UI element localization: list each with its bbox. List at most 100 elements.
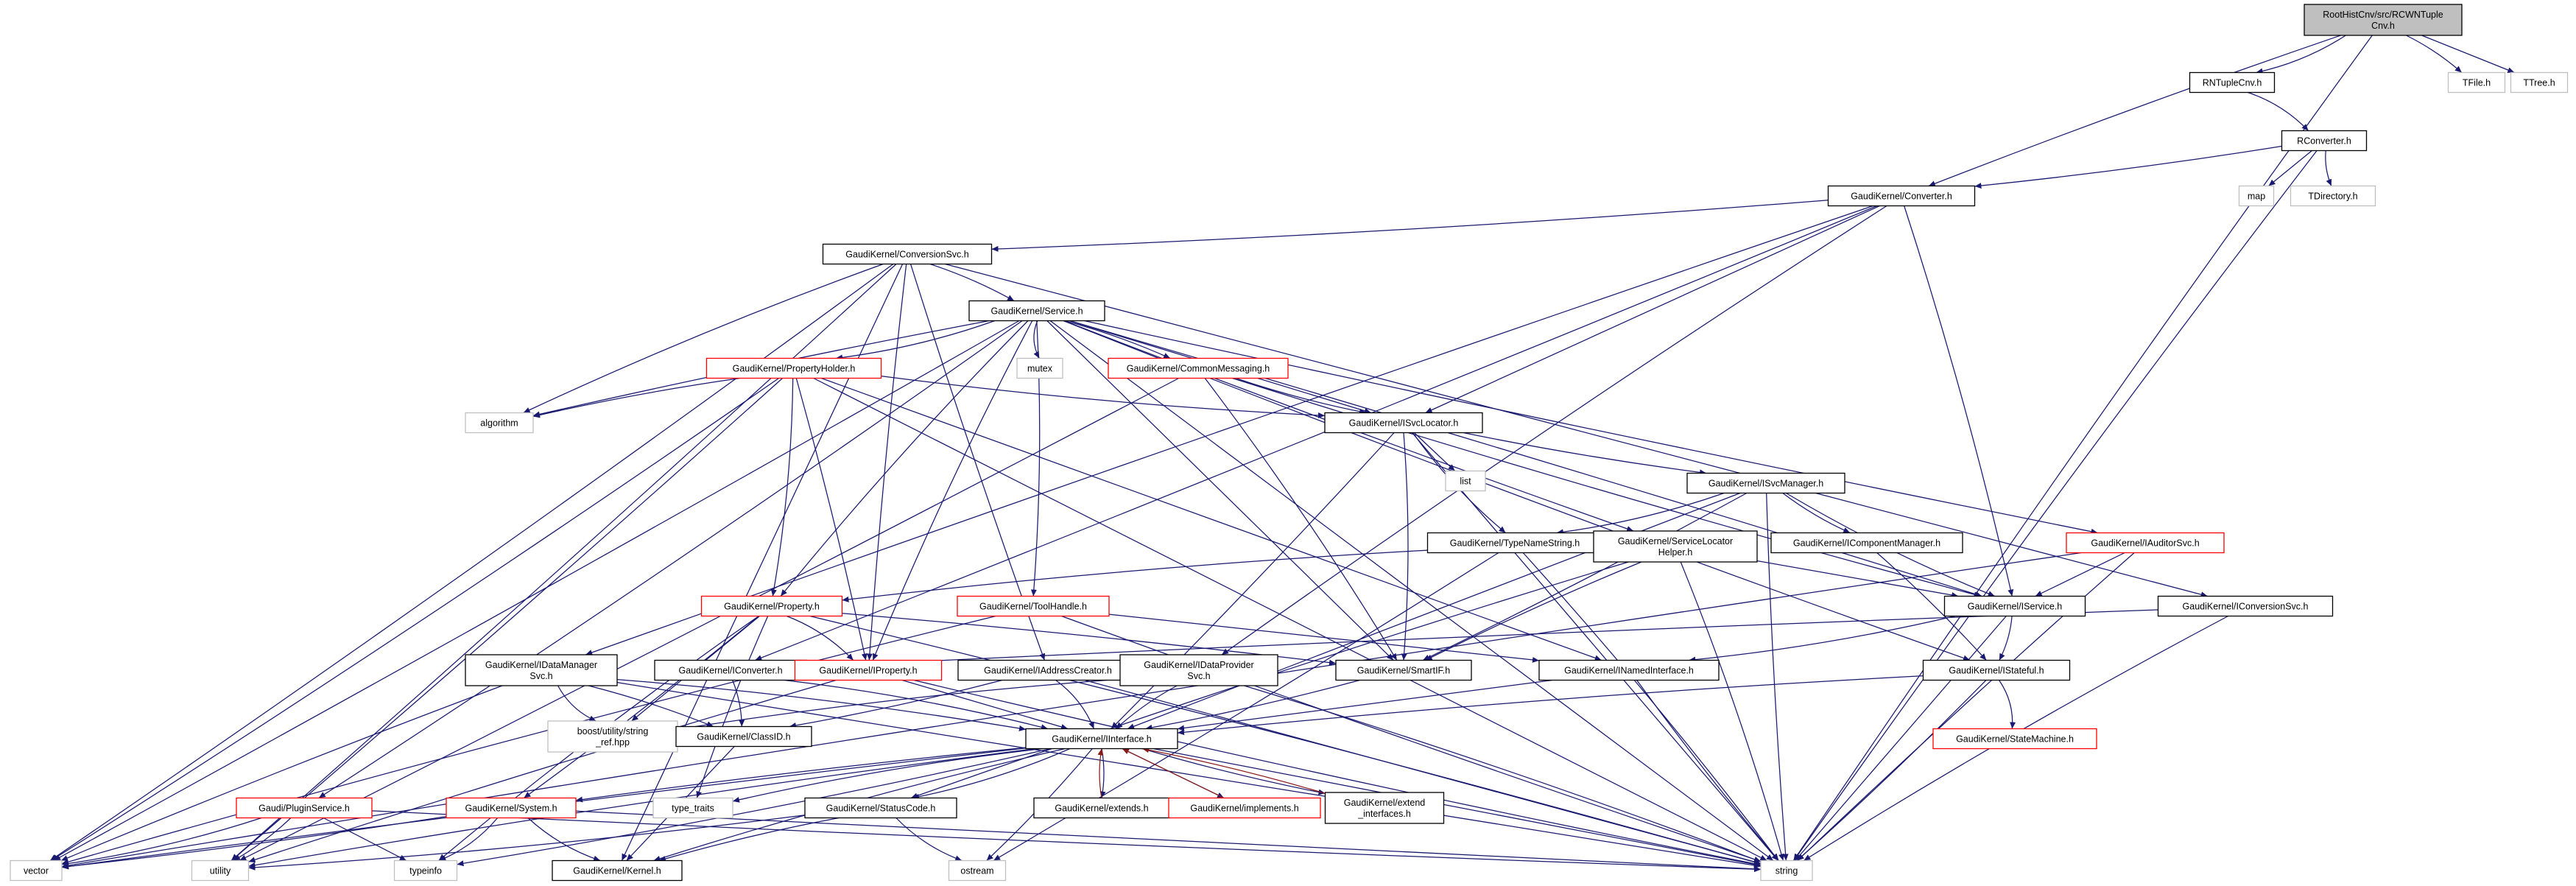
edge: [575, 747, 1027, 803]
node-pluginservice[interactable]: Gaudi/PluginService.h: [236, 797, 373, 819]
edge-service-to-iproperty: [872, 320, 1033, 661]
node-box: [1827, 185, 1976, 207]
node-iinterface[interactable]: GaudiKernel/IInterface.h: [1025, 728, 1178, 750]
edge: [1235, 377, 1367, 415]
edge: [2035, 552, 2125, 597]
node-rntuple[interactable]: RNTupleCnv.h: [2189, 71, 2276, 94]
edge-iaddresscreator-to-classid: [789, 679, 1003, 728]
edge-propertyholder-to-string: [813, 377, 1767, 862]
node-toolhandle[interactable]: GaudiKernel/ToolHandle.h: [957, 595, 1110, 617]
edge: [318, 320, 1023, 799]
node-iaddresscreator[interactable]: GaudiKernel/IAddressCreator.h: [957, 659, 1139, 681]
node-rconverter[interactable]: RConverter.h: [2281, 130, 2368, 152]
edge-service-to-toolhandle: [1030, 320, 1041, 597]
edge-conversionsvc-to-vector: [49, 263, 894, 862]
node-vector: vector: [10, 859, 63, 882]
edge-statuscode-to-utility: [248, 815, 806, 871]
node-converter[interactable]: GaudiKernel/Converter.h: [1827, 185, 1976, 207]
node-label: Helper.h: [1658, 547, 1693, 558]
node-system[interactable]: GaudiKernel/System.h: [446, 797, 577, 819]
node-label: GaudiKernel/Kernel.h: [573, 866, 661, 876]
edge-iauditorsvc-to-iservice: [2035, 552, 2125, 597]
node-box: [794, 659, 943, 681]
node-commonmessaging[interactable]: GaudiKernel/CommonMessaging.h: [1108, 357, 1289, 379]
edge: [621, 264, 904, 861]
node-label: GaudiKernel/IConversionSvc.h: [2183, 602, 2309, 612]
edge-extendinterfaces-to-iinterface: [1141, 747, 1326, 794]
node-iconverter[interactable]: GaudiKernel/IConverter.h: [654, 659, 807, 681]
edge: [1792, 35, 2373, 861]
edge-idatamanagersvc-to-iinterface: [616, 678, 1027, 731]
edge: [1049, 320, 1774, 862]
edge-root-to-tfile: [2406, 35, 2463, 73]
node-isvcmanager[interactable]: GaudiKernel/ISvcManager.h: [1686, 472, 1845, 494]
node-property[interactable]: GaudiKernel/Property.h: [700, 595, 843, 617]
node-typenamestring[interactable]: GaudiKernel/TypeNameString.h: [1426, 532, 1603, 554]
node-box: [465, 412, 534, 434]
node-iservice[interactable]: GaudiKernel/IService.h: [1943, 595, 2086, 617]
edge: [1064, 320, 1171, 359]
edge: [1999, 680, 2016, 729]
edge: [2268, 150, 2312, 186]
node-statuscode[interactable]: GaudiKernel/StatusCode.h: [804, 797, 957, 819]
node-iproperty[interactable]: GaudiKernel/IProperty.h: [794, 659, 943, 681]
node-smartif[interactable]: GaudiKernel/SmartIF.h: [1335, 659, 1472, 681]
node-propertyholder[interactable]: GaudiKernel/PropertyHolder.h: [705, 357, 882, 379]
node-box: [446, 797, 577, 819]
edge: [248, 815, 806, 871]
node-label: GaudiKernel/ISvcLocator.h: [1349, 418, 1459, 429]
edge: [1422, 492, 1748, 661]
edge: [912, 748, 1071, 800]
node-box: [1324, 792, 1445, 824]
edge: [248, 679, 837, 863]
node-istateful[interactable]: GaudiKernel/IStateful.h: [1922, 659, 2071, 681]
node-inamedinterface[interactable]: GaudiKernel/INamedInterface.h: [1538, 659, 1720, 681]
node-label: algorithm: [480, 418, 518, 429]
node-service[interactable]: GaudiKernel/Service.h: [968, 300, 1105, 322]
node-label: GaudiKernel/ConversionSvc.h: [845, 250, 968, 260]
edge: [1232, 377, 1981, 598]
node-box: [1108, 357, 1289, 379]
edge-rconverter-to-string: [1793, 150, 2318, 861]
node-box: [1025, 728, 1178, 750]
edge-iinterface-to-typetraits: [732, 748, 1044, 803]
node-conversionsvc[interactable]: GaudiKernel/ConversionSvc.h: [822, 243, 993, 265]
node-box: [2189, 71, 2276, 94]
edge: [881, 375, 1326, 418]
edge: [1145, 679, 1360, 731]
node-statemachine[interactable]: GaudiKernel/StateMachine.h: [1932, 728, 2097, 750]
edge: [1928, 35, 2341, 187]
node-kernel[interactable]: GaudiKernel/Kernel.h: [552, 859, 683, 882]
node-isvclocator[interactable]: GaudiKernel/ISvcLocator.h: [1324, 412, 1483, 434]
node-box: [2281, 130, 2368, 152]
edge: [61, 815, 447, 870]
node-extends[interactable]: GaudiKernel/extends.h: [1033, 797, 1170, 819]
edge: [61, 615, 996, 865]
edge-idataprovidersvc-to-string: [1244, 685, 1762, 862]
node-label: map: [2248, 191, 2265, 202]
node-iauditorsvc[interactable]: GaudiKernel/IAuditorSvc.h: [2066, 532, 2225, 554]
node-extendinterfaces[interactable]: GaudiKernel/extend_interfaces.h: [1324, 792, 1445, 824]
edge-idatamanagersvc-to-vector: [60, 685, 503, 862]
edge: [677, 678, 1121, 731]
edge: [49, 263, 894, 862]
node-iconversionsvc[interactable]: GaudiKernel/IConversionSvc.h: [2157, 595, 2334, 617]
edge: [1061, 615, 1762, 862]
node-icomponentmanager[interactable]: GaudiKernel/IComponentManager.h: [1770, 532, 1963, 554]
edge: [809, 615, 1762, 865]
edge-pluginservice-to-utility: [233, 818, 292, 862]
node-label: Cnv.h: [2371, 21, 2395, 31]
node-implements[interactable]: GaudiKernel/implements.h: [1168, 797, 1321, 819]
edge: [780, 320, 1029, 597]
edge-inamedinterface-to-string: [1636, 680, 1779, 861]
node-classid[interactable]: GaudiKernel/ClassID.h: [675, 725, 812, 748]
edge-propertyholder-to-vector: [51, 377, 779, 862]
edge-service-to-pluginservice: [318, 320, 1023, 799]
node-label: boost/utility/string: [577, 726, 649, 736]
edge: [61, 817, 262, 867]
edge: [248, 748, 1035, 868]
